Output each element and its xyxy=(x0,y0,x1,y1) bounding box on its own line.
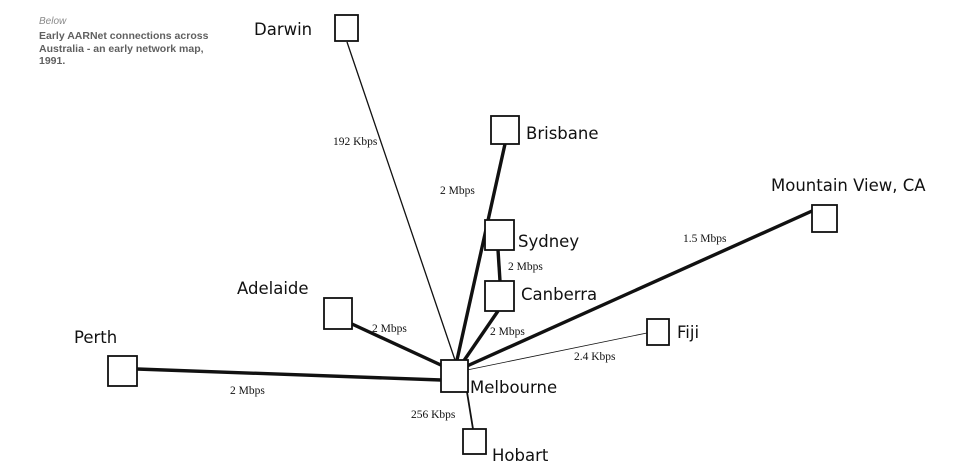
node-label-canberra: Canberra xyxy=(521,285,597,304)
node-box-adelaide xyxy=(323,297,353,330)
link-perth-melbourne xyxy=(136,367,442,382)
nodes xyxy=(107,14,838,455)
link-label-melbourne-hobart: 256 Kbps xyxy=(411,409,456,421)
node-box-mountain-view xyxy=(811,204,838,233)
node-label-fiji: Fiji xyxy=(677,323,699,342)
node-box-sydney xyxy=(484,219,515,251)
link-melbourne-mountain-view xyxy=(466,209,813,368)
link-label-perth-melbourne: 2 Mbps xyxy=(230,385,265,397)
node-label-hobart: Hobart xyxy=(492,446,549,465)
link-label-melbourne-fiji: 2.4 Kbps xyxy=(574,351,616,363)
node-label-mountain-view: Mountain View, CA xyxy=(771,176,926,195)
link-label-sydney-canberra: 2 Mbps xyxy=(508,261,543,273)
node-label-melbourne: Melbourne xyxy=(470,378,557,397)
figure-caption: Below Early AARNet connections across Au… xyxy=(39,16,209,68)
link-sydney-canberra xyxy=(496,249,502,282)
link-darwin-melbourne xyxy=(346,41,456,361)
node-box-fiji xyxy=(646,318,670,346)
link-label-canberra-melbourne: 2 Mbps xyxy=(490,326,525,338)
link-label-adelaide-melbourne: 2 Mbps xyxy=(372,323,407,335)
node-box-brisbane xyxy=(490,115,520,145)
node-box-hobart xyxy=(462,428,487,455)
node-box-darwin xyxy=(334,14,359,42)
caption-text: Early AARNet connections across Australi… xyxy=(39,30,209,67)
node-label-adelaide: Adelaide xyxy=(237,279,309,298)
node-label-brisbane: Brisbane xyxy=(526,124,598,143)
link-labels: 192 Kbps 2 Mbps 2 Mbps 2 Mbps 2 Mbps 2 M… xyxy=(230,136,727,421)
link-brisbane-melbourne xyxy=(455,143,507,361)
link-canberra-melbourne xyxy=(461,310,500,363)
link-label-melbourne-mountain-view: 1.5 Mbps xyxy=(683,233,727,245)
node-labels: Darwin Brisbane Sydney Canberra Adelaide… xyxy=(74,20,926,465)
node-box-perth xyxy=(107,355,138,387)
node-box-canberra xyxy=(484,280,515,312)
link-label-darwin-melbourne: 192 Kbps xyxy=(333,136,378,148)
link-label-brisbane-melbourne: 2 Mbps xyxy=(440,185,475,197)
links xyxy=(136,41,813,430)
link-melbourne-hobart xyxy=(466,391,474,430)
link-adelaide-melbourne xyxy=(351,322,444,368)
link-melbourne-fiji xyxy=(466,332,648,371)
node-box-melbourne xyxy=(440,359,469,393)
node-label-perth: Perth xyxy=(74,328,117,347)
node-label-darwin: Darwin xyxy=(254,20,312,39)
node-label-sydney: Sydney xyxy=(518,232,579,251)
caption-kicker: Below xyxy=(39,16,67,27)
